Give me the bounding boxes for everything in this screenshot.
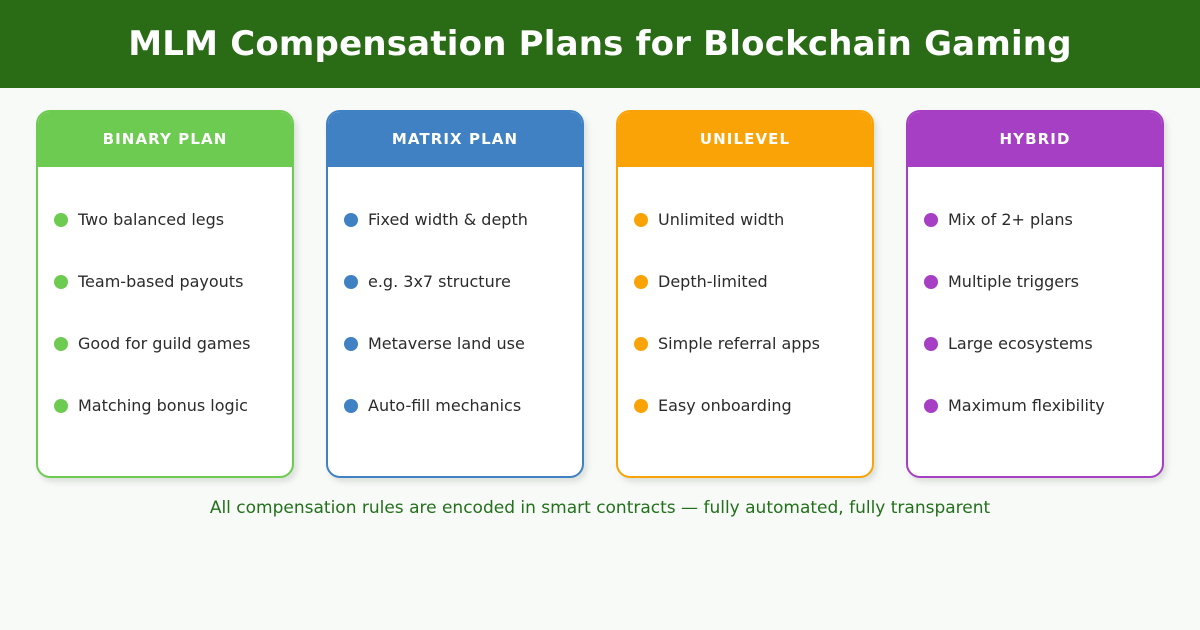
plan-card-header-hybrid: HYBRID <box>908 112 1162 167</box>
bullet-dot-icon <box>344 399 358 413</box>
plan-card-matrix-plan[interactable]: MATRIX PLAN Fixed width & depth e.g. 3x7 s… <box>326 110 584 478</box>
caption-text: All compensation rules are encoded in sm… <box>209 498 991 518</box>
plan-card-title: MATRIX PLAN <box>391 129 519 148</box>
feature-list-item-label: Maximum flexibility <box>948 396 1105 415</box>
plan-card-header-binary-plan: BINARY PLAN <box>38 112 292 167</box>
bullet-dot-icon <box>344 213 358 227</box>
feature-list-item: Team-based payouts <box>38 251 292 313</box>
plan-card-header-matrix-plan: MATRIX PLAN <box>328 112 582 167</box>
feature-list-item-label: Easy onboarding <box>658 396 792 415</box>
bullet-dot-icon <box>924 275 938 289</box>
plan-card-header-unilevel: UNILEVEL <box>618 112 872 167</box>
bullet-dot-icon <box>634 399 648 413</box>
feature-list-item: Mix of 2+ plans <box>908 189 1162 251</box>
feature-list-item: Multiple triggers <box>908 251 1162 313</box>
feature-list-item-label: Metaverse land use <box>368 334 525 353</box>
feature-list-item: Simple referral apps <box>618 313 872 375</box>
bullet-dot-icon <box>634 213 648 227</box>
bullet-dot-icon <box>634 275 648 289</box>
feature-list-item-label: Fixed width & depth <box>368 210 528 229</box>
feature-list-item: Good for guild games <box>38 313 292 375</box>
footer-caption: All compensation rules are encoded in sm… <box>0 498 1200 518</box>
feature-list-item: Unlimited width <box>618 189 872 251</box>
bullet-dot-icon <box>344 275 358 289</box>
feature-list-item-label: Unlimited width <box>658 210 785 229</box>
plan-card-title: UNILEVEL <box>699 129 791 148</box>
plan-card-title: HYBRID <box>999 129 1071 148</box>
page-title: MLM Compensation Plans for Blockchain Ga… <box>128 24 1072 64</box>
feature-list-item-label: Two balanced legs <box>78 210 225 229</box>
bullet-dot-icon <box>924 213 938 227</box>
feature-list-item-label: Team-based payouts <box>78 272 244 291</box>
feature-list-item: Fixed width & depth <box>328 189 582 251</box>
bullet-dot-icon <box>54 275 68 289</box>
plan-card-title: BINARY PLAN <box>102 129 228 148</box>
feature-list-item-label: Simple referral apps <box>658 334 820 353</box>
feature-list-item-label: e.g. 3x7 structure <box>368 272 511 291</box>
feature-list-item-label: Large ecosystems <box>948 334 1093 353</box>
bullet-dot-icon <box>634 337 648 351</box>
bullet-dot-icon <box>54 399 68 413</box>
feature-list-item-label: Depth-limited <box>658 272 768 291</box>
bullet-dot-icon <box>54 337 68 351</box>
feature-list-item: Two balanced legs <box>38 189 292 251</box>
feature-list-item: Easy onboarding <box>618 375 872 437</box>
feature-list-item-label: Auto-fill mechanics <box>368 396 522 415</box>
feature-list-item-label: Mix of 2+ plans <box>948 210 1073 229</box>
bullet-dot-icon <box>924 399 938 413</box>
feature-list-item: Depth-limited <box>618 251 872 313</box>
feature-list-item-label: Good for guild games <box>78 334 251 353</box>
header-banner: MLM Compensation Plans for Blockchain Ga… <box>0 0 1200 88</box>
feature-list-item: Large ecosystems <box>908 313 1162 375</box>
feature-list-item: Maximum flexibility <box>908 375 1162 437</box>
feature-list-item-label: Matching bonus logic <box>78 396 248 415</box>
bullet-dot-icon <box>54 213 68 227</box>
feature-list-item: Matching bonus logic <box>38 375 292 437</box>
bullet-dot-icon <box>924 337 938 351</box>
bullet-dot-icon <box>344 337 358 351</box>
feature-list-item: Auto-fill mechanics <box>328 375 582 437</box>
feature-list-item: Metaverse land use <box>328 313 582 375</box>
feature-list-item: e.g. 3x7 structure <box>328 251 582 313</box>
feature-list-item-label: Multiple triggers <box>948 272 1080 291</box>
